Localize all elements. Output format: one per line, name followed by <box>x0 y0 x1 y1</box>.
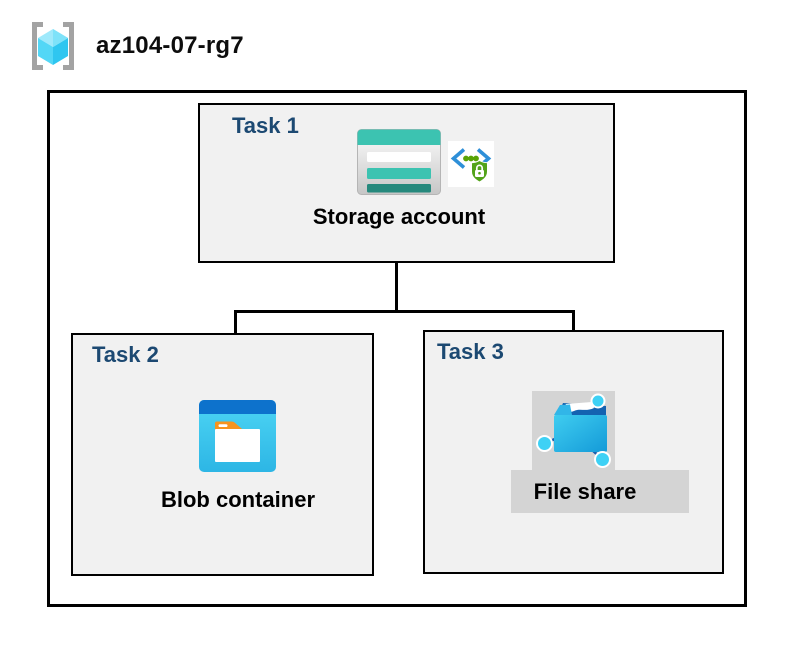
resource-group-icon <box>32 22 74 70</box>
task1-box: Task 1 Storage account <box>198 103 615 263</box>
file-share-label: File share <box>533 478 637 504</box>
sas-security-icon <box>448 141 494 187</box>
file-share-icon <box>536 393 611 468</box>
task2-box: Task 2 Blob container <box>71 333 374 576</box>
task1-label: Task 1 <box>232 113 299 138</box>
blob-container-label: Blob container <box>160 487 316 512</box>
task3-label: Task 3 <box>437 339 504 364</box>
resource-group-header: az104-07-rg7 <box>28 20 244 72</box>
blob-container-icon <box>199 400 276 472</box>
storage-account-icon <box>357 129 441 195</box>
task2-label: Task 2 <box>92 342 159 367</box>
storage-account-label: Storage account <box>312 204 486 229</box>
connector-horizontal <box>234 310 575 313</box>
file-share-icon-highlight <box>532 391 615 470</box>
file-share-label-highlight: File share <box>511 470 689 513</box>
task3-box: Task 3 File share <box>423 330 724 574</box>
connector-storage-down <box>395 261 398 312</box>
resource-group-name: az104-07-rg7 <box>96 32 244 59</box>
